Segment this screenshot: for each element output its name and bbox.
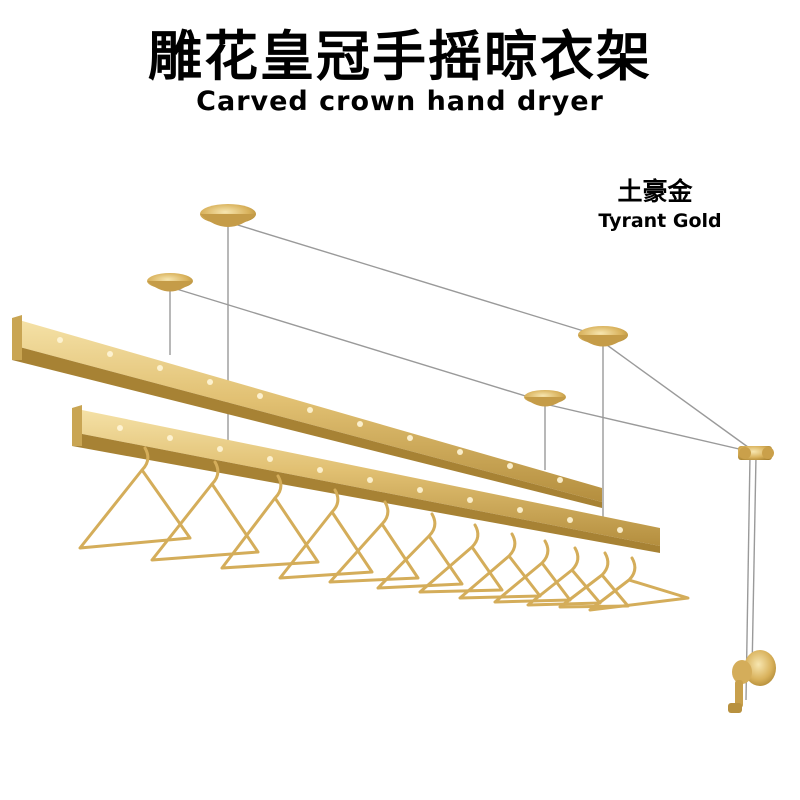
back-bar [12, 315, 602, 508]
ceiling-wires [169, 221, 757, 701]
product-title-en: Carved crown hand dryer [196, 86, 604, 117]
hanger [278, 488, 374, 580]
front-bar [72, 405, 660, 553]
hand-crank-icon [728, 650, 776, 713]
hanger [376, 512, 464, 590]
hanger [78, 446, 192, 550]
hanger [558, 551, 630, 609]
color-label-cn: 土豪金 [617, 177, 693, 206]
hanger [588, 556, 690, 612]
hanger [150, 460, 260, 562]
hanger [526, 546, 602, 607]
hangers [78, 446, 690, 612]
wall-pulley-icon [738, 446, 774, 460]
hanger [328, 500, 420, 584]
hanger [220, 474, 320, 570]
product-title-cn: 雕花皇冠手摇晾衣架 [148, 25, 652, 88]
color-label-en: Tyrant Gold [598, 210, 722, 232]
hanger [458, 532, 542, 600]
hanger [418, 523, 504, 594]
ceiling-mounts [147, 204, 628, 407]
hanger [493, 539, 572, 604]
